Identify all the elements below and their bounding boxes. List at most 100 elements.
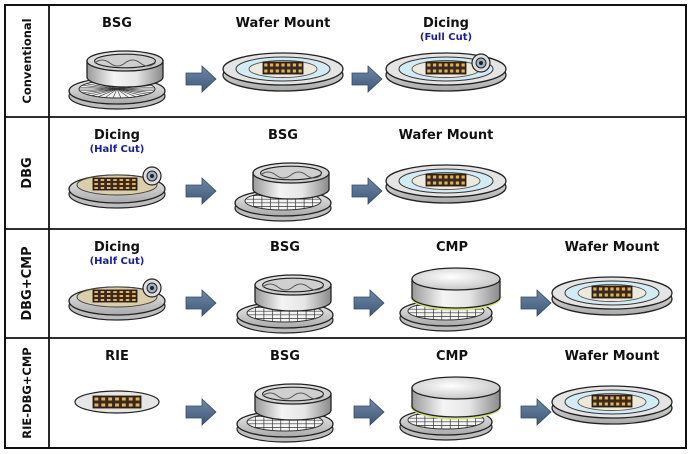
die-chip <box>132 187 136 189</box>
die-chip <box>106 183 111 185</box>
step-title: CMP <box>436 240 468 255</box>
die-chip <box>106 187 111 189</box>
die-chip <box>461 69 465 73</box>
wafer-scratch-line <box>91 88 118 96</box>
die-chip <box>432 181 437 185</box>
process-step: Wafer Mount <box>222 16 344 92</box>
die-chip <box>427 63 431 67</box>
step-title: BSG <box>270 349 300 364</box>
step-title: Dicing <box>94 240 140 255</box>
die-chip <box>455 63 460 67</box>
die-chip <box>455 175 460 179</box>
die-chip <box>100 299 105 301</box>
process-step: CMP <box>399 240 502 332</box>
process-arrow <box>520 289 552 317</box>
grinding-wheel-inner <box>262 277 324 293</box>
die-chip <box>115 403 119 407</box>
step-title: Wafer Mount <box>399 128 494 143</box>
process-arrow <box>185 177 217 205</box>
process-arrow <box>353 398 385 426</box>
die-chip <box>455 181 460 185</box>
die-chip <box>287 63 291 67</box>
process-step: Dicing(Half Cut) <box>68 128 166 209</box>
row-label: RIE-DBG+CMP <box>20 347 34 438</box>
die-chip <box>610 396 614 400</box>
die-chip <box>115 397 119 401</box>
process-arrow <box>520 398 552 426</box>
wafer-scratch-line <box>116 88 143 96</box>
wafer-scratch-line <box>116 88 148 95</box>
wafer-scratch-line <box>79 88 118 92</box>
die-chip <box>444 69 448 73</box>
step-subtitle: (Half Cut) <box>90 144 145 155</box>
die-chip <box>100 295 105 297</box>
die-chip <box>108 397 113 401</box>
die-chip <box>598 396 603 400</box>
process-arrow <box>185 398 217 426</box>
process-step: BSG <box>234 128 332 222</box>
die-chip <box>444 181 448 185</box>
die-chip <box>106 295 111 297</box>
die-chip <box>627 402 631 406</box>
die-chip <box>100 187 105 189</box>
die-chip <box>281 69 285 73</box>
step-title: Wafer Mount <box>236 16 331 31</box>
process-step: BSG <box>236 349 334 443</box>
die-chip <box>292 63 297 67</box>
die-chip <box>621 287 626 291</box>
die-chip <box>135 397 140 401</box>
die-chip <box>113 291 117 293</box>
step-subtitle: (Full Cut) <box>420 32 472 43</box>
die-chip <box>128 403 133 407</box>
die-chip <box>106 179 111 181</box>
polishing-pad-top <box>411 267 501 291</box>
die-chip <box>119 299 124 301</box>
die-chip <box>461 181 465 185</box>
process-step: Wafer Mount <box>551 349 673 425</box>
die-chip <box>119 179 124 181</box>
wafer-scratch-line <box>116 88 137 98</box>
die-chip <box>119 291 124 293</box>
die-chip <box>461 175 465 179</box>
grinding-wheel-inner <box>94 53 156 69</box>
die-chip <box>450 69 454 73</box>
grinding-wheel-segments <box>262 392 324 400</box>
die-chip <box>610 287 614 291</box>
die-chip <box>616 402 620 406</box>
die-chip <box>94 295 98 297</box>
die-chip <box>106 299 111 301</box>
die-chip <box>119 187 124 189</box>
step-title: BSG <box>102 16 132 31</box>
die-chip <box>432 63 437 67</box>
die-chip <box>598 402 603 406</box>
die-chip <box>604 396 608 400</box>
die-chip <box>113 183 117 185</box>
die-chip <box>281 63 285 67</box>
step-subtitle: (Half Cut) <box>90 256 145 267</box>
row-label: DBG+CMP <box>20 246 35 320</box>
die-chip <box>108 403 113 407</box>
grinding-wheel-segments <box>262 283 324 291</box>
die-chip <box>94 299 98 301</box>
die-chip <box>427 175 431 179</box>
die-chip <box>438 63 442 67</box>
process-arrow <box>351 177 383 205</box>
die-chip <box>94 403 99 407</box>
process-step: Wafer Mount <box>551 240 673 316</box>
process-arrow <box>353 289 385 317</box>
die-chip <box>132 295 136 297</box>
step-title: RIE <box>105 349 129 364</box>
die-chip <box>604 402 608 406</box>
die-chip <box>287 69 291 73</box>
step-title: Wafer Mount <box>565 349 660 364</box>
wafer-scratch-line <box>116 88 152 93</box>
die-chip <box>106 291 111 293</box>
die-chip <box>125 187 130 189</box>
die-chip <box>621 293 626 297</box>
die-chip <box>450 63 454 67</box>
process-step: RIE <box>74 349 160 414</box>
die-chip <box>135 403 140 407</box>
die-chip <box>113 295 117 297</box>
die-chip <box>444 175 448 179</box>
